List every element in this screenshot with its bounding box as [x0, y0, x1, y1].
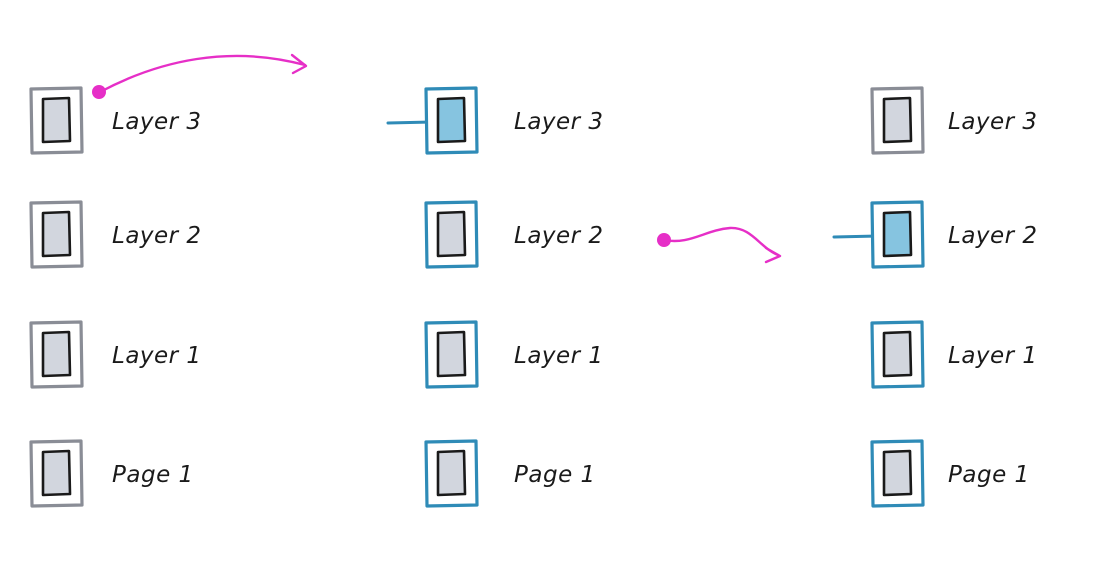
layer-label: Layer 3 — [112, 109, 202, 135]
layer-label: Layer 2 — [514, 223, 604, 249]
column-3-row-page-1[interactable]: Page 1 — [870, 439, 1030, 508]
column-2-row-layer-2[interactable]: Layer 2 — [424, 200, 604, 269]
page-icon — [41, 210, 72, 258]
layer-label: Page 1 — [948, 462, 1030, 488]
arrow-from-layer-3-dot — [92, 85, 106, 99]
arrow-from-layer-2-dot — [657, 233, 671, 247]
layer-label: Layer 1 — [948, 343, 1038, 369]
arrow-from-layer-2 — [657, 226, 782, 264]
page-icon — [882, 96, 913, 144]
arrow-from-layer-2-head — [764, 246, 782, 264]
layer-label: Page 1 — [112, 462, 194, 488]
column-1-row-layer-1[interactable]: Layer 1 — [29, 320, 202, 389]
column-1-row-page-1[interactable]: Page 1 — [29, 439, 194, 508]
page-icon — [882, 330, 913, 378]
page-icon — [41, 330, 72, 378]
column-3-row-layer-1[interactable]: Layer 1 — [870, 320, 1038, 389]
column-3-row-layer-2[interactable]: Layer 2 — [832, 200, 1038, 269]
page-icon — [882, 449, 913, 497]
column-2-row-layer-1[interactable]: Layer 1 — [424, 320, 604, 389]
column-1-row-layer-3[interactable]: Layer 3 — [29, 86, 202, 155]
page-icon — [436, 449, 467, 497]
layer-label: Layer 3 — [514, 109, 604, 135]
arrow-from-layer-3 — [92, 53, 308, 99]
page-icon — [436, 96, 467, 144]
page-icon — [436, 330, 467, 378]
arrow-from-layer-3-head — [290, 53, 308, 75]
layer-label: Layer 1 — [112, 343, 202, 369]
connector-line — [386, 120, 434, 125]
column-3-row-layer-3[interactable]: Layer 3 — [870, 86, 1038, 155]
column-2-row-page-1[interactable]: Page 1 — [424, 439, 596, 508]
column-1-row-layer-2[interactable]: Layer 2 — [29, 200, 202, 269]
layer-rows: Layer 3 Layer 2 Layer 1 Page 1 Layer 3 Layer … — [29, 86, 1038, 508]
column-2-row-layer-3[interactable]: Layer 3 — [386, 86, 604, 155]
page-icon — [882, 210, 913, 258]
layer-label: Layer 2 — [112, 223, 202, 249]
page-icon — [41, 96, 72, 144]
arrow-from-layer-2-curve — [662, 226, 780, 257]
page-icon — [41, 449, 72, 497]
layer-label: Layer 1 — [514, 343, 604, 369]
page-icon — [436, 210, 467, 258]
layer-label: Layer 3 — [948, 109, 1038, 135]
arrow-from-layer-3-curve — [98, 54, 307, 94]
layer-label: Page 1 — [514, 462, 596, 488]
connector-line — [832, 234, 880, 239]
layer-label: Layer 2 — [948, 223, 1038, 249]
